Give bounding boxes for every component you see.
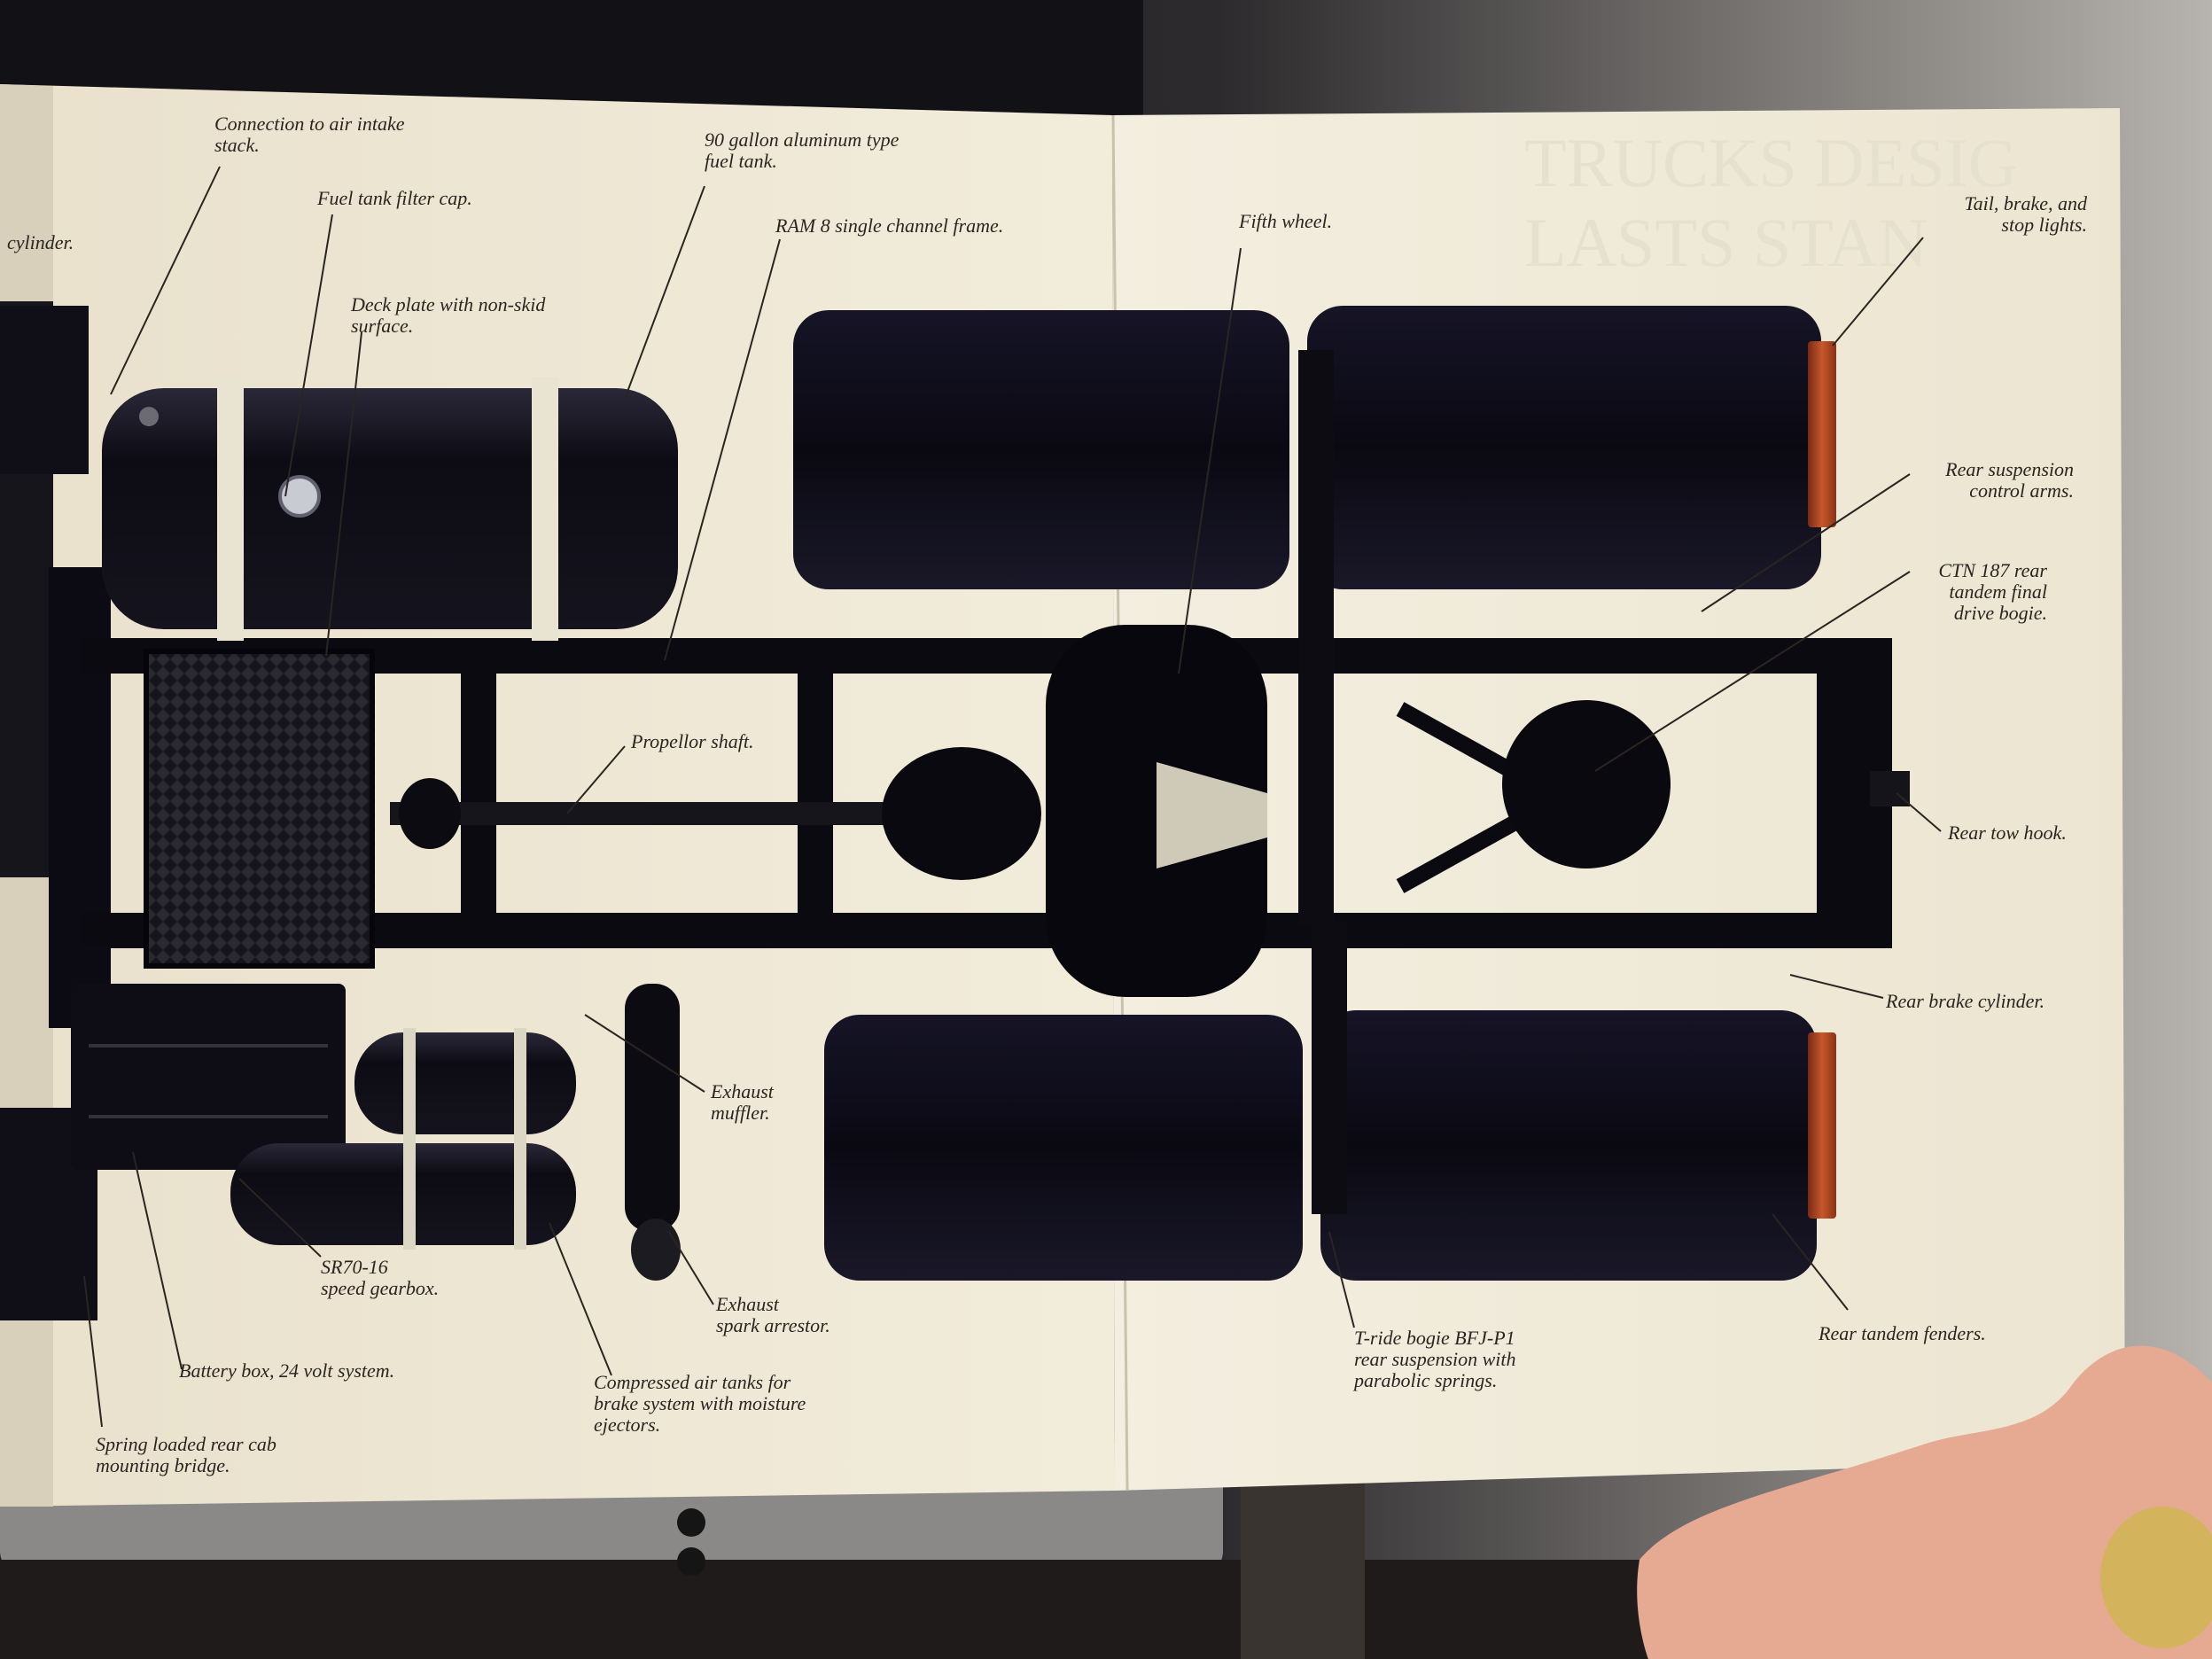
label-rear-tow-hook: Rear tow hook. xyxy=(1948,822,2067,844)
cab-corner-upper xyxy=(0,306,89,474)
fuel-tank xyxy=(102,388,678,629)
tank-strap xyxy=(532,377,558,641)
spring-hanger xyxy=(1298,350,1334,926)
cab-mount-bridge xyxy=(49,567,111,1028)
exhaust-muffler xyxy=(625,984,680,1232)
faint-heading-text: LASTS STAN xyxy=(1524,204,1928,281)
label-fifth-wheel: Fifth wheel. xyxy=(1239,210,1333,232)
guitar-neck xyxy=(1241,1462,1365,1659)
rear-tire-front-upper xyxy=(793,310,1289,589)
exhaust-spark-arrestor xyxy=(631,1219,681,1281)
label-propeller-shaft: Propellor shaft. xyxy=(631,730,754,752)
air-tank-strap xyxy=(403,1028,416,1250)
label-air-tanks: Compressed air tanks for brake system wi… xyxy=(594,1371,806,1436)
guitar-body xyxy=(2100,1507,2212,1648)
label-rear-suspension-arms: Rear suspension control arms. xyxy=(1945,458,2074,502)
label-exhaust-spark-arrestor: Exhaust spark arrestor. xyxy=(716,1293,830,1336)
label-gearbox: SR70-16 speed gearbox. xyxy=(321,1256,440,1299)
frame-rail-lower xyxy=(80,913,1892,948)
rear-tow-hook xyxy=(1870,771,1910,806)
label-rear-fenders: Rear tandem fenders. xyxy=(1819,1322,1986,1344)
clip-ring xyxy=(677,1508,705,1537)
label-tail-lights: Tail, brake, and stop lights. xyxy=(1964,192,2087,236)
tail-light-lower xyxy=(1808,1032,1836,1219)
battery-box xyxy=(71,984,346,1170)
label-t-ride-bogie: T-ride bogie BFJ-P1 rear suspension with… xyxy=(1354,1327,1516,1391)
label-rear-brake-cylinder: Rear brake cylinder. xyxy=(1886,990,2045,1012)
air-tank-upper xyxy=(354,1032,576,1134)
hand xyxy=(1637,1345,2212,1659)
spring-hanger xyxy=(1312,922,1347,1214)
leader-lines xyxy=(83,166,1942,1428)
frame-crossmember xyxy=(461,674,496,913)
label-exhaust-muffler: Exhaust muffler. xyxy=(711,1080,774,1124)
rear-tire-rear-lower xyxy=(1320,1010,1817,1281)
differential-front xyxy=(882,747,1041,880)
frame-crossmember xyxy=(798,674,833,913)
fuel-filter-cap xyxy=(278,475,321,518)
label-brake-cylinder-left: cylinder. xyxy=(7,231,74,253)
label-frame: RAM 8 single channel frame. xyxy=(775,214,1004,237)
label-cab-mounting-bridge: Spring loaded rear cab mounting bridge. xyxy=(96,1433,276,1476)
label-battery-box: Battery box, 24 volt system. xyxy=(179,1359,395,1382)
deck-plate xyxy=(144,649,375,969)
label-fuel-tank-filter-cap: Fuel tank filter cap. xyxy=(317,187,472,209)
frame-rail-upper xyxy=(80,638,1892,674)
label-drive-bogie: CTN 187 rear tandem final drive bogie. xyxy=(1938,559,2047,624)
universal-joint xyxy=(399,778,461,849)
tail-light-upper xyxy=(1808,341,1836,527)
clip-ring xyxy=(677,1547,705,1576)
label-deck-plate: Deck plate with non-skid surface. xyxy=(351,293,546,337)
rear-differential xyxy=(1502,700,1671,868)
propeller-shaft xyxy=(390,802,957,825)
air-tank-strap xyxy=(514,1028,526,1250)
fifth-wheel-slot xyxy=(1157,762,1267,868)
label-air-intake-connection: Connection to air intake stack. xyxy=(214,113,405,156)
tank-strap xyxy=(217,377,244,641)
faint-heading-text: TRUCKS DESIG xyxy=(1524,124,2018,201)
tank-bolt xyxy=(139,407,159,426)
rear-tire-rear-upper xyxy=(1307,306,1821,589)
label-fuel-tank: 90 gallon aluminum type fuel tank. xyxy=(705,129,900,172)
rear-tire-front-lower xyxy=(824,1015,1303,1281)
